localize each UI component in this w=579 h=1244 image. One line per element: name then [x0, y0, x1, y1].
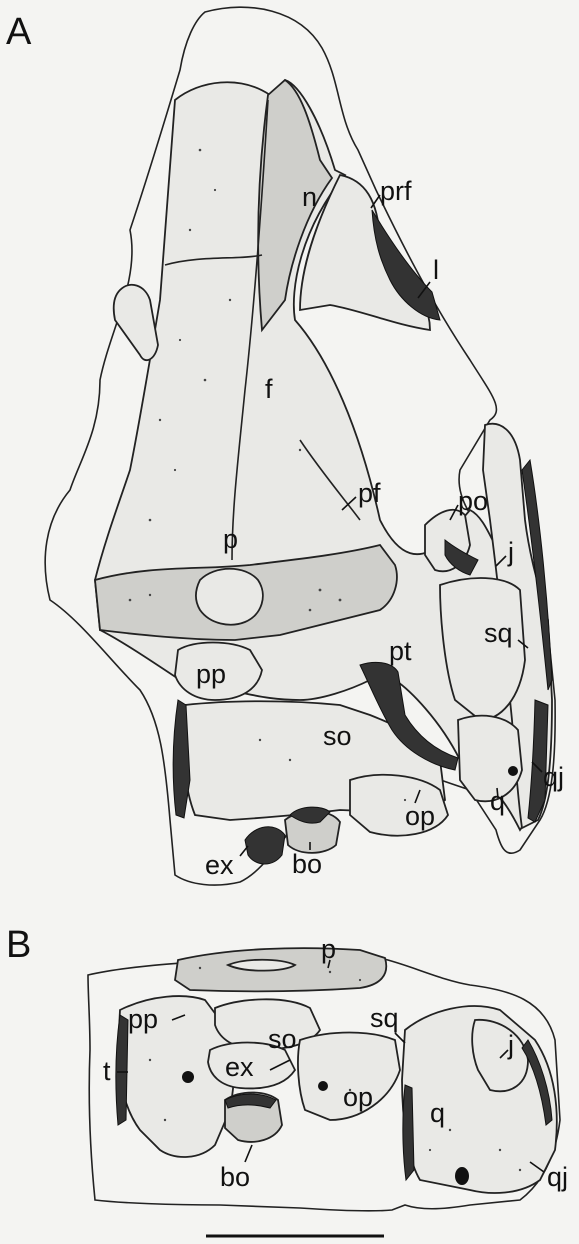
- label-b-ex: ex: [225, 1052, 254, 1082]
- panel-b-left-margin-shadow: [116, 1015, 128, 1125]
- label-a-p: p: [223, 524, 238, 554]
- label-a-bo: bo: [292, 849, 322, 879]
- label-a-f: f: [265, 374, 273, 404]
- panel-a-quadrate-foramen: [508, 766, 518, 776]
- label-b-p: p: [321, 934, 336, 964]
- label-a-ex: ex: [205, 850, 234, 880]
- label-b-t: t: [103, 1056, 111, 1086]
- label-b-sq: sq: [370, 1003, 399, 1033]
- panel-a-letter: A: [6, 11, 32, 53]
- label-a-qj: qj: [543, 762, 564, 792]
- panel-a-pineal-foramen: [196, 569, 263, 625]
- label-a-j: j: [507, 537, 514, 567]
- panel-a-left-process: [114, 285, 158, 360]
- label-a-pt: pt: [389, 636, 412, 666]
- panel-a-exoccipital-shadow: [245, 827, 285, 864]
- label-a-po: po: [458, 486, 488, 516]
- panel-b-quadrate-shadow: [403, 1085, 414, 1180]
- label-a-sq: sq: [484, 618, 513, 648]
- label-b-qj: qj: [547, 1162, 568, 1192]
- label-a-pp: pp: [196, 659, 226, 689]
- panel-a: A: [6, 7, 564, 885]
- panel-b-right-foramen: [318, 1081, 328, 1091]
- label-a-pf: pf: [358, 478, 381, 508]
- label-a-so: so: [323, 721, 352, 751]
- leader-b-sq: [395, 1033, 405, 1043]
- panel-b-letter: B: [6, 924, 31, 966]
- label-b-bo: bo: [220, 1162, 250, 1192]
- label-b-q: q: [430, 1098, 445, 1128]
- label-b-pp: pp: [128, 1004, 158, 1034]
- label-b-j: j: [507, 1030, 514, 1060]
- panel-b: B p: [6, 924, 568, 1211]
- label-b-op: op: [343, 1082, 373, 1112]
- leader-a-q: [497, 788, 498, 798]
- label-a-prf: prf: [380, 176, 412, 206]
- leader-b-bo: [245, 1145, 252, 1162]
- label-a-op: op: [405, 801, 435, 831]
- label-a-n: n: [302, 182, 317, 212]
- panel-b-left-foramen: [182, 1071, 194, 1083]
- label-b-so: so: [268, 1024, 297, 1054]
- label-a-l: l: [433, 255, 439, 285]
- panel-b-parietal-foramen: [228, 960, 295, 971]
- panel-b-quadrate-foramen: [455, 1167, 469, 1185]
